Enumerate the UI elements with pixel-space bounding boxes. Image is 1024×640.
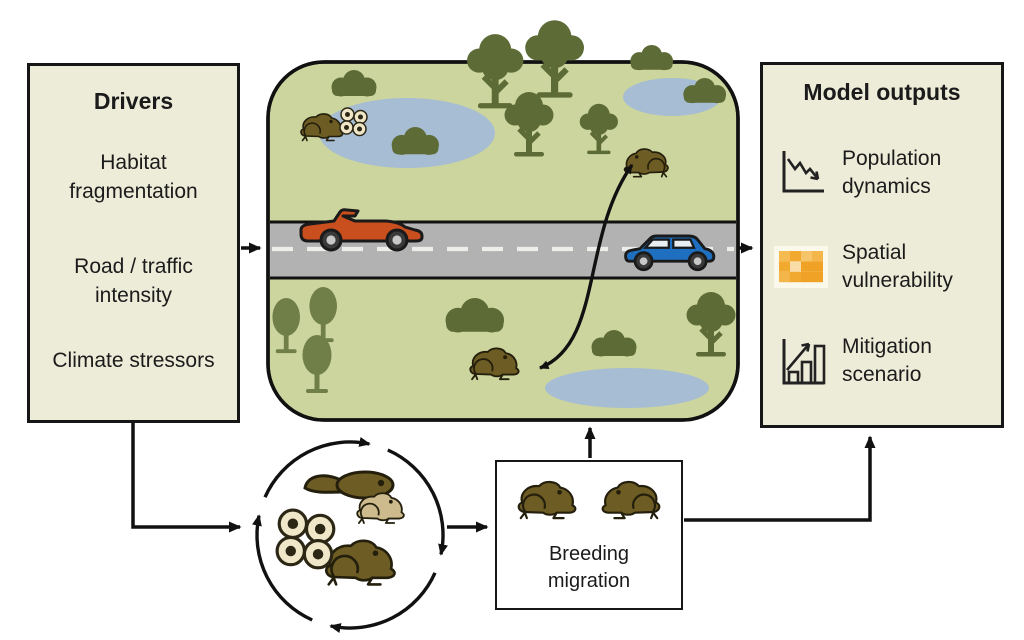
hatchback-car-icon [624,234,716,272]
convertible-car-icon [299,208,424,252]
arrow-drivers-to-lifecycle [131,423,242,533]
rising-bar-chart-icon [773,332,829,390]
frog-crossing-arrow-icon [539,164,634,370]
driver-item-habitat: Habitat fragmentation [69,151,198,204]
output-row-spatial: Spatial vulnerability [773,233,995,301]
tadpole-icon [303,470,395,500]
breeding-migration-box: Breeding migration [495,460,683,610]
breeding-frogs [517,480,661,520]
drivers-panel: Drivers Habitat fragmentation Road / tra… [27,63,240,423]
output-row-mitigation: Mitigation scenario [773,327,995,395]
output-label: Spatial vulnerability [842,241,953,292]
landscape-scene [266,15,740,422]
egg-mass-icon [275,508,336,570]
driver-item-climate: Climate stressors [52,349,215,372]
arrow-breeding-to-outputs [684,435,876,522]
output-row-population: Population dynamics [773,139,995,207]
breeding-migration-label: Breeding migration [547,543,631,592]
model-outputs-title: Model outputs [803,79,961,105]
bush-icon [630,45,674,71]
model-outputs-panel: Model outputs Population dynamics [760,62,1004,428]
output-label: Population dynamics [842,147,942,198]
heatmap-icon [773,246,829,288]
adult-frog-icon [324,539,396,586]
frog-icon [517,480,577,520]
driver-item-road-traffic: Road / traffic intensity [74,255,193,308]
drivers-title: Drivers [93,88,174,114]
cycle-arrow-icon [252,437,448,633]
pond-icon [545,368,709,408]
output-label: Mitigation scenario [842,335,932,386]
frog-icon [601,480,661,520]
declining-line-chart-icon [773,146,829,200]
frog-lifecycle-diagram [252,437,448,633]
